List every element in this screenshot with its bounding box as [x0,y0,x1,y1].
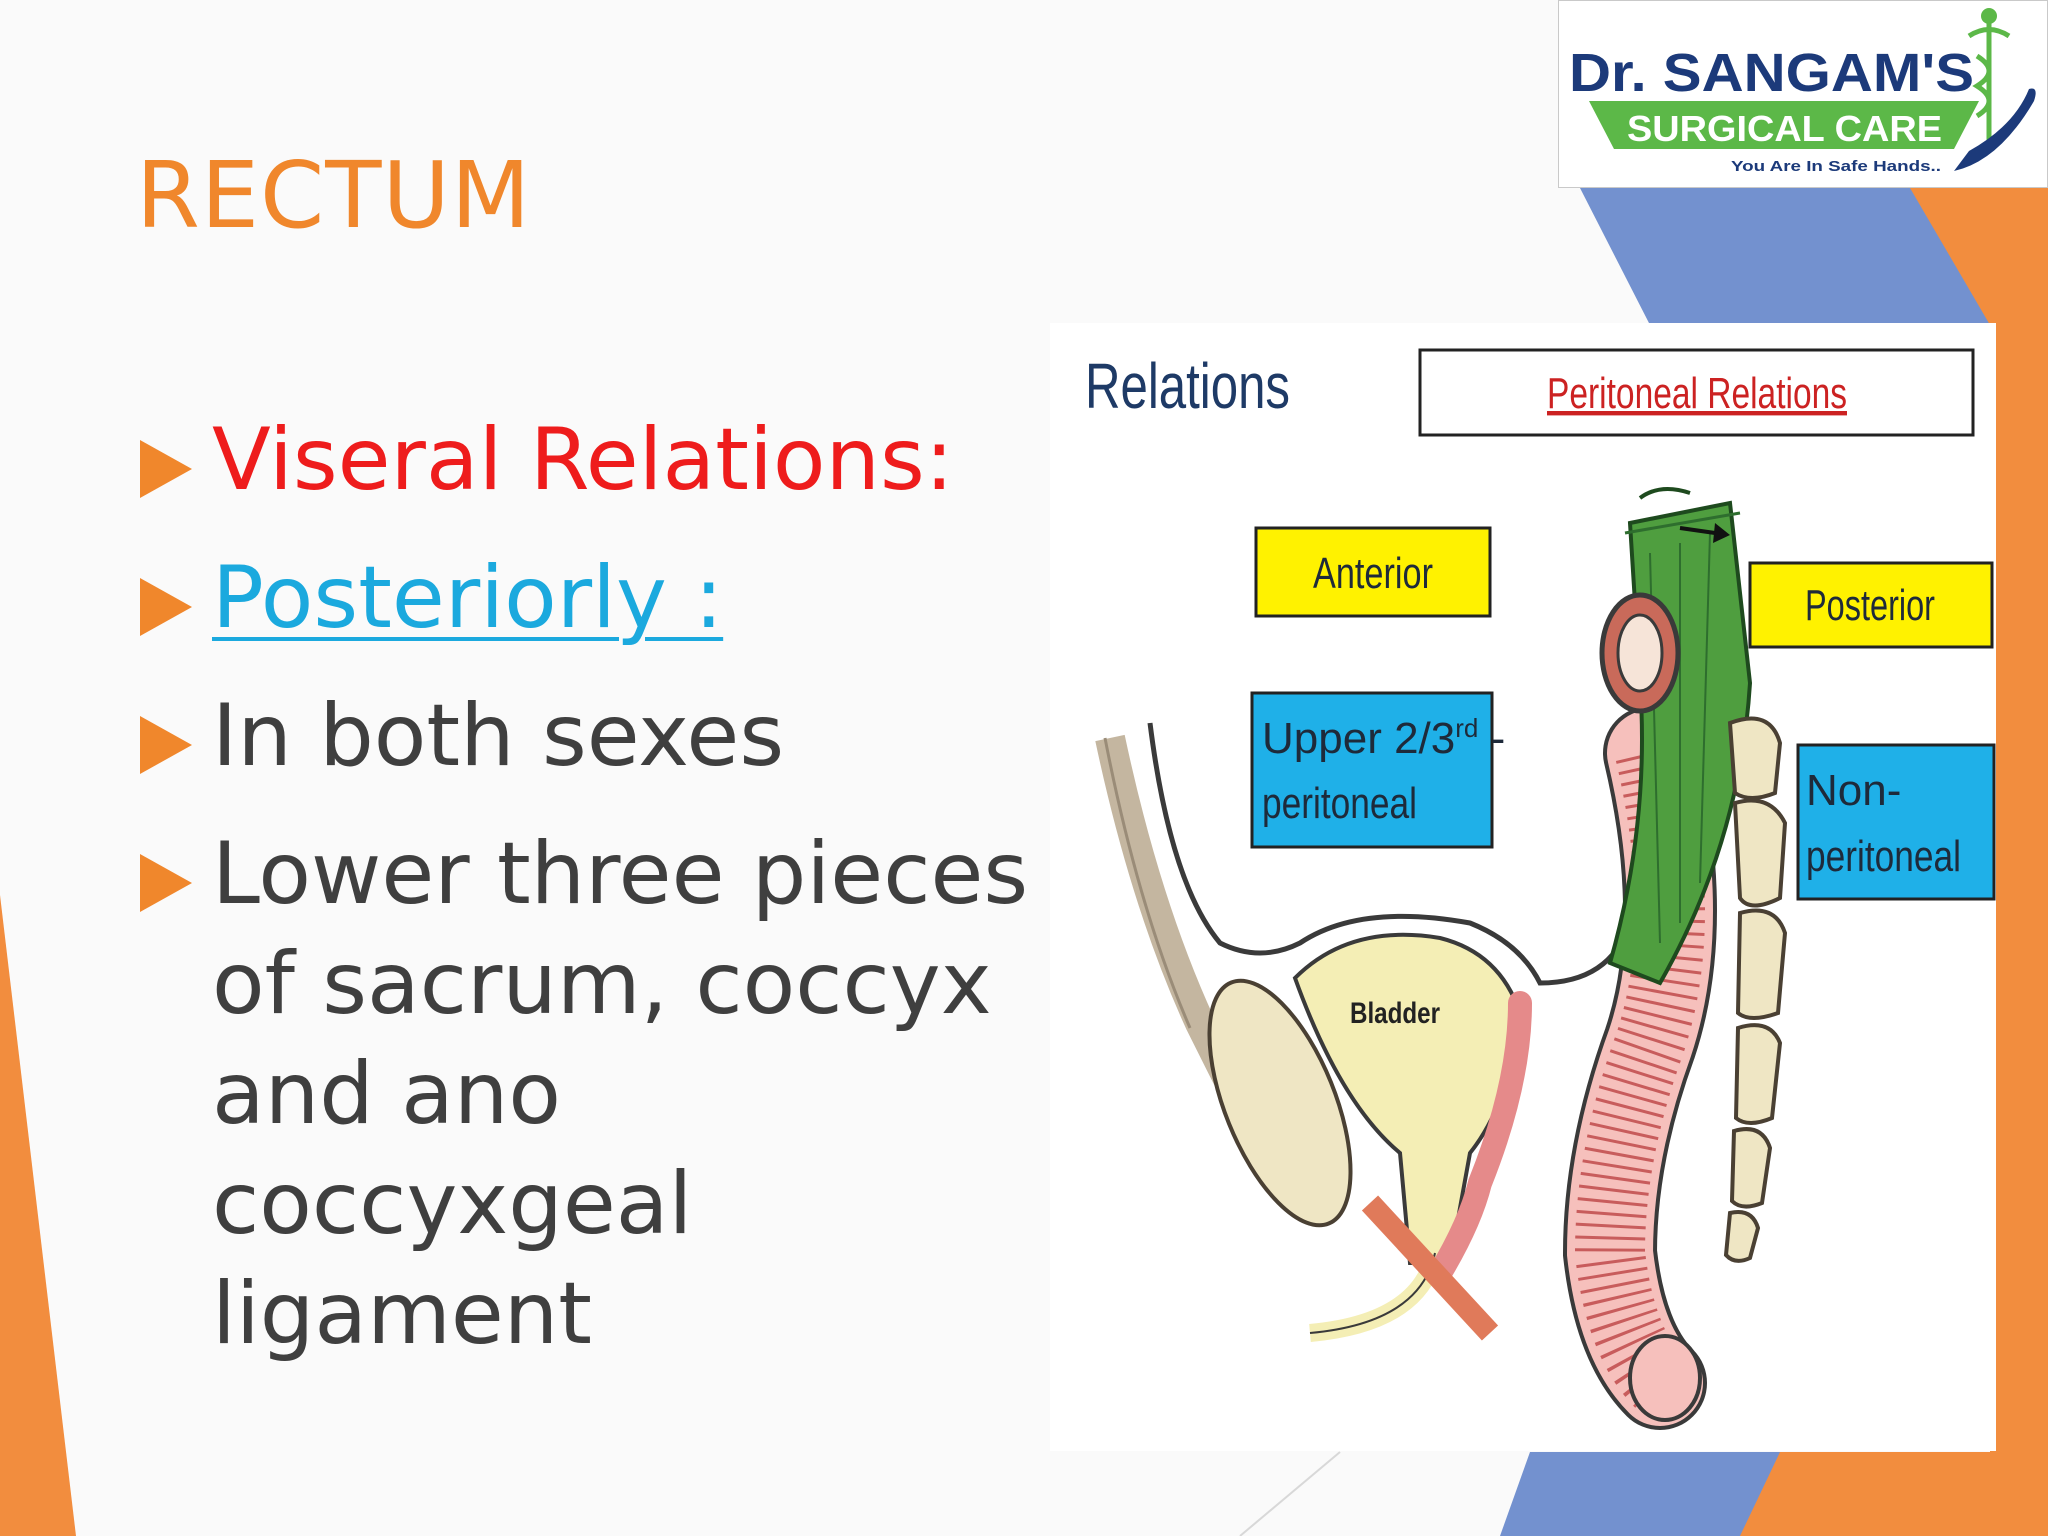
logo-name-text: Dr. SANGAM'S [1569,43,1974,103]
bottom-orange-shape [1740,1452,1990,1536]
label-anterior-box [1254,526,1492,618]
vas-deferens [1361,1195,1499,1341]
logo-green-banner [1589,101,1979,149]
peritoneum-line [1147,722,1633,986]
sacrum-coccyx [1723,716,1788,1263]
logo-graphic: Dr. SANGAM'S SURGICAL CARE You Are In Sa… [1569,8,2036,175]
bullet-item: Viseral Relations: [136,405,1036,515]
slide-title: RECTUM [136,142,532,249]
bullet-arrow-icon [140,440,192,498]
bullet-arrow-icon [140,578,192,636]
bullet-item: Lower three pieces of sacrum, coccyx and… [136,819,1036,1369]
bullet-item: Posteriorly : [136,543,1036,653]
left-orange-shape [0,895,76,1536]
logo-tagline-text: You Are In Safe Hands.. [1731,158,1941,175]
label-upper-line2: peritoneal [1262,779,1417,828]
diagram-heading: Relations [1085,350,1290,422]
right-orange-shape [1910,188,2048,1536]
logo-subtitle-text: SURGICAL CARE [1627,108,1942,149]
thin-line [1239,1451,1341,1536]
header-box-text: Peritoneal Relations [1547,369,1847,418]
bullet-arrow-icon [140,854,192,912]
bullet-text: Lower three pieces of sacrum, coccyx and… [212,824,1029,1364]
bullet-arrow-icon [140,716,192,774]
label-anterior: Anterior [1313,549,1433,598]
caduceus-icon [1967,8,2011,151]
logo: Dr. SANGAM'S SURGICAL CARE You Are In Sa… [1558,0,2048,188]
bullet-item: In both sexes [136,681,1036,791]
label-non-peritoneal-box [1796,743,1996,901]
direction-arrow-icon [1679,526,1716,535]
bullet-list: Viseral Relations: Posteriorly : In both… [136,405,1036,1397]
label-upper-box [1250,691,1494,849]
header-box [1418,348,1975,437]
label-non-line2: peritoneal [1806,832,1961,881]
seminal-vesicle [1428,991,1532,1285]
bladder-label: Bladder [1350,997,1440,1030]
bullet-text-link[interactable]: Posteriorly : [212,548,724,648]
bullet-text: Viseral Relations: [212,410,954,510]
rectum-relations-illustration: Relations Peritoneal Relations Bladder [1085,348,1996,1430]
label-non-line1: Non- [1806,766,1901,815]
label-upper-line1: Upper 2/3rd - [1262,713,1505,763]
pubic-bone [1207,978,1353,1228]
anatomy-diagram: Relations Peritoneal Relations Bladder [1050,323,1996,1451]
bullet-text: In both sexes [212,686,785,786]
label-posterior-box [1748,561,1994,649]
hand-icon [1954,88,2036,171]
label-posterior: Posterior [1805,581,1935,630]
